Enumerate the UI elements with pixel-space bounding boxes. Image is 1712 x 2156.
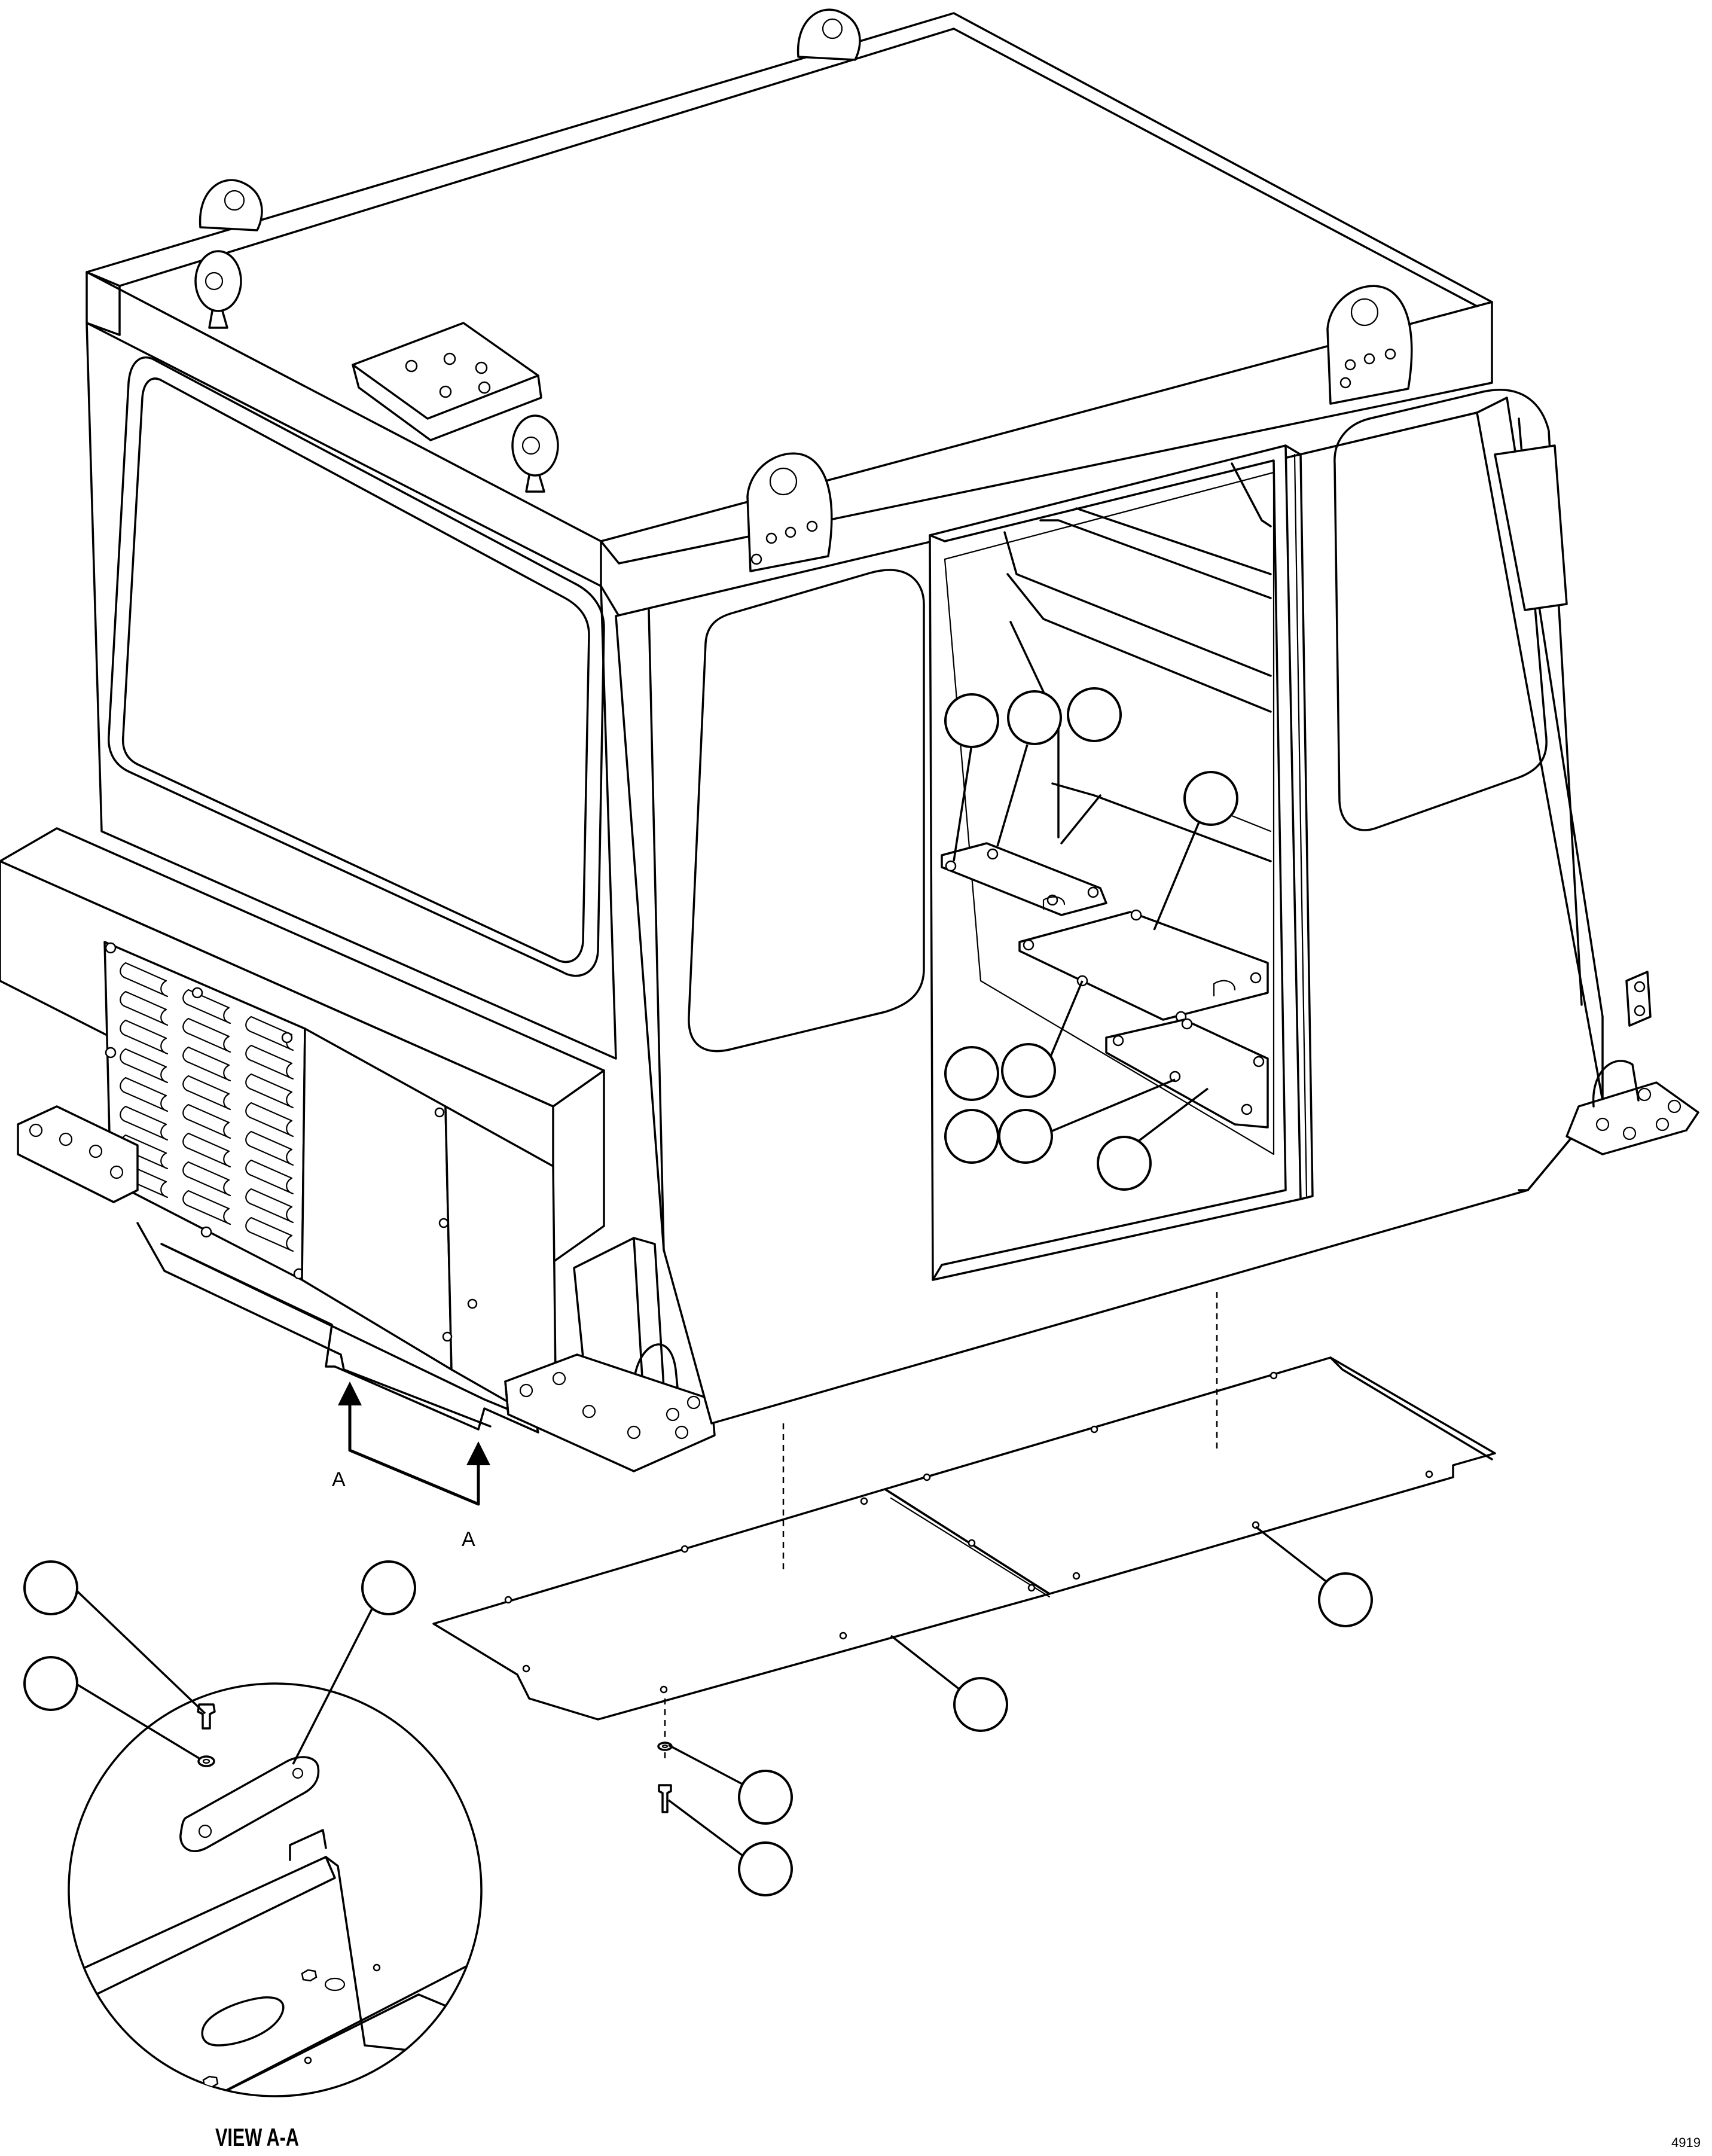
drawing-number: 4919 — [1671, 2135, 1701, 2150]
louver-slat — [182, 1046, 231, 1082]
grille-fastener — [200, 1226, 212, 1238]
grille-fastener — [105, 1047, 117, 1059]
rear-corner-bracket — [1625, 971, 1652, 1027]
callout-11 — [953, 1677, 1008, 1732]
louver-slat — [182, 1132, 231, 1168]
lifting-lug-front — [746, 452, 833, 572]
callout-6 — [1001, 1043, 1056, 1098]
louver-slat — [245, 1216, 294, 1252]
callout-16 — [361, 1560, 416, 1615]
floor-plate-upper — [941, 842, 1107, 916]
louver-slat — [120, 1105, 169, 1141]
mount-foot-left — [17, 1105, 139, 1203]
callout-1 — [944, 693, 999, 748]
louvered-grille — [103, 941, 306, 1281]
louver-slat — [245, 1159, 294, 1195]
louver-slat — [120, 1048, 169, 1084]
callout-12 — [738, 1770, 793, 1825]
callout-7 — [944, 1109, 999, 1164]
louver-slat — [182, 1161, 231, 1197]
callout-2 — [1007, 690, 1062, 745]
louver-slat — [245, 1188, 294, 1224]
louver-slat — [245, 1044, 294, 1080]
grille-fastener — [281, 1032, 293, 1044]
work-light-right — [511, 414, 559, 493]
callout-8 — [998, 1109, 1053, 1164]
louver-slat — [182, 1075, 231, 1111]
grille-fastener — [105, 942, 117, 954]
louver-slat — [120, 990, 169, 1026]
callout-9 — [1097, 1136, 1152, 1191]
callout-5 — [944, 1046, 999, 1101]
mount-foot-right — [1565, 1060, 1699, 1155]
section-label-right: A — [462, 1528, 475, 1551]
grille-fastener — [191, 987, 203, 999]
beacon-mount-bracket — [352, 322, 542, 441]
callout-leaders — [69, 744, 1332, 1858]
louver-slat — [245, 1130, 294, 1166]
callout-3 — [1067, 687, 1122, 742]
detail-view-title: VIEW A-A — [215, 2123, 299, 2151]
callouts — [23, 687, 1373, 1896]
detail-view-circle: VIEW A-A — [68, 1682, 483, 2151]
louver-slat — [182, 1190, 231, 1225]
section-arrow-indicator: A A — [332, 1382, 490, 1551]
lifting-lug-rear — [797, 8, 861, 61]
floor-panel-bolts — [504, 1371, 1433, 1694]
section-arrow-right-head — [466, 1441, 490, 1465]
mount-foot-front — [504, 1353, 716, 1472]
work-light-left — [194, 250, 242, 329]
louver-slat — [182, 989, 231, 1024]
floor-panel-exploded — [432, 1356, 1496, 1721]
louver-slat — [182, 1017, 231, 1053]
section-label-left: A — [332, 1468, 346, 1491]
callout-13 — [738, 1841, 793, 1896]
callout-15 — [23, 1656, 78, 1711]
callout-14 — [23, 1560, 78, 1615]
louver-slat — [245, 1073, 294, 1109]
callout-10 — [1318, 1572, 1373, 1627]
fastener-screw — [658, 1784, 672, 1813]
cab-front-face — [86, 322, 617, 1060]
louver-slat — [120, 1019, 169, 1055]
louver-slat — [245, 1102, 294, 1138]
lower-access-panel — [136, 1027, 557, 1434]
floor-plate-lower — [1105, 1018, 1269, 1129]
section-arrow-left-head — [338, 1382, 362, 1405]
lifting-lug-left — [199, 179, 263, 231]
louver-slat — [120, 962, 169, 998]
callout-4 — [1183, 771, 1238, 826]
louver-slat — [120, 1077, 169, 1112]
lifting-lug-right — [1326, 285, 1413, 405]
rear-housing — [1494, 444, 1568, 611]
louver-slat — [182, 1103, 231, 1139]
